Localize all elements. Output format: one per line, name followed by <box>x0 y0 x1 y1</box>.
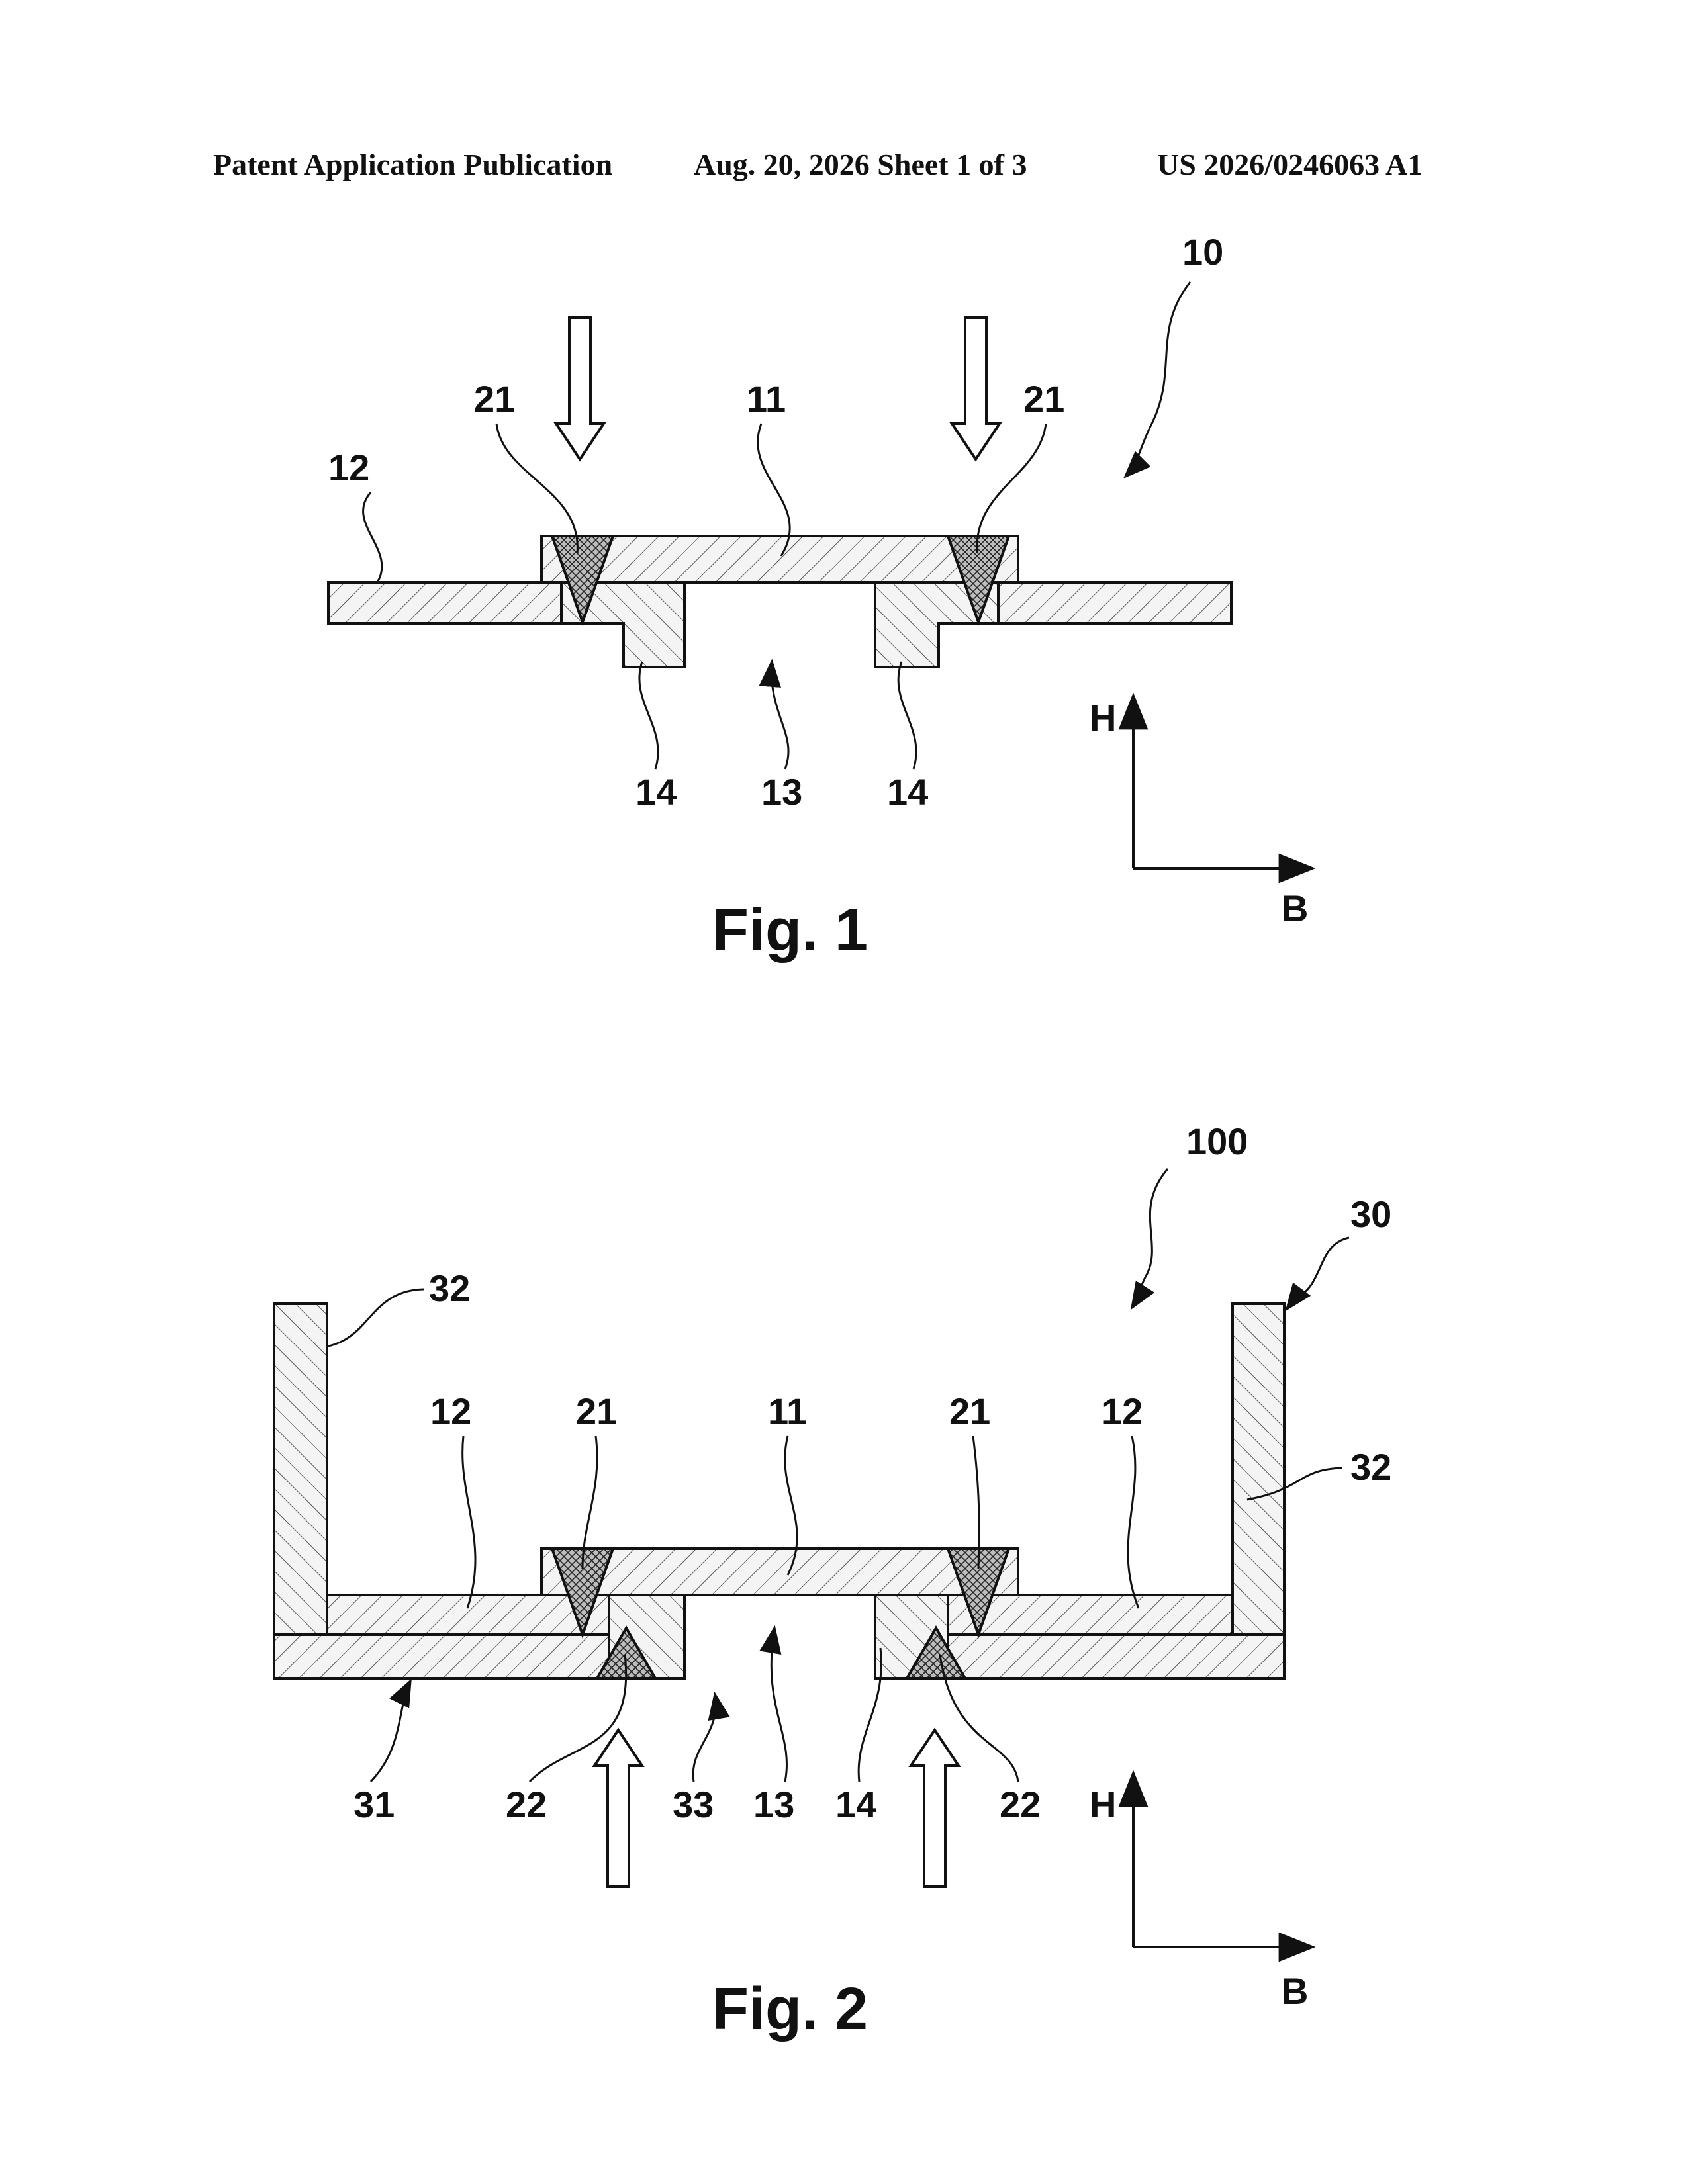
label-12-right: 12 <box>1102 1390 1143 1432</box>
axis-label-b-fig2: B <box>1282 1970 1308 2012</box>
label-14-right: 14 <box>887 771 928 813</box>
housing-wall-32-left <box>274 1304 327 1635</box>
label-21-right-fig2: 21 <box>949 1390 990 1432</box>
label-21-left: 21 <box>474 378 515 420</box>
label-11: 11 <box>747 378 786 420</box>
label-12-left: 12 <box>430 1390 471 1432</box>
label-14-fig2: 14 <box>835 1784 876 1825</box>
label-30: 30 <box>1350 1193 1391 1235</box>
label-11-fig2: 11 <box>768 1390 807 1432</box>
axis-label-h-fig2: H <box>1090 1784 1116 1825</box>
label-13: 13 <box>761 771 802 813</box>
part-11-fig2 <box>541 1549 1018 1595</box>
axes-fig1 <box>1133 696 1312 868</box>
force-arrow-up-left <box>594 1730 642 1886</box>
label-22-right: 22 <box>1000 1784 1041 1825</box>
axis-label-h-fig1: H <box>1090 697 1116 739</box>
label-12: 12 <box>328 447 369 488</box>
label-31: 31 <box>353 1784 395 1825</box>
label-10: 10 <box>1182 231 1223 273</box>
label-32-right: 32 <box>1350 1446 1391 1488</box>
axis-label-b-fig1: B <box>1282 887 1308 929</box>
label-32-left: 32 <box>429 1267 470 1309</box>
force-arrow-left <box>556 318 604 459</box>
housing-wall-32-right <box>1233 1304 1284 1635</box>
force-arrow-right <box>952 318 1000 459</box>
figure-1: 10 21 11 21 12 14 13 14 H B Fig. 1 <box>328 231 1312 964</box>
part-11 <box>541 536 1018 582</box>
figure-1-caption: Fig. 1 <box>712 897 868 964</box>
force-arrow-up-right <box>911 1730 959 1886</box>
label-21-right: 21 <box>1023 378 1064 420</box>
figure-2-caption: Fig. 2 <box>712 1976 868 2042</box>
label-14-left: 14 <box>635 771 677 813</box>
label-13-fig2: 13 <box>753 1784 794 1825</box>
label-100: 100 <box>1186 1120 1248 1162</box>
figure-2: 100 30 32 32 12 21 11 21 12 31 22 33 13 … <box>274 1120 1391 2042</box>
label-22-left: 22 <box>506 1784 547 1825</box>
label-33: 33 <box>673 1784 714 1825</box>
label-21-left-fig2: 21 <box>576 1390 617 1432</box>
axes-fig2 <box>1133 1774 1312 1947</box>
